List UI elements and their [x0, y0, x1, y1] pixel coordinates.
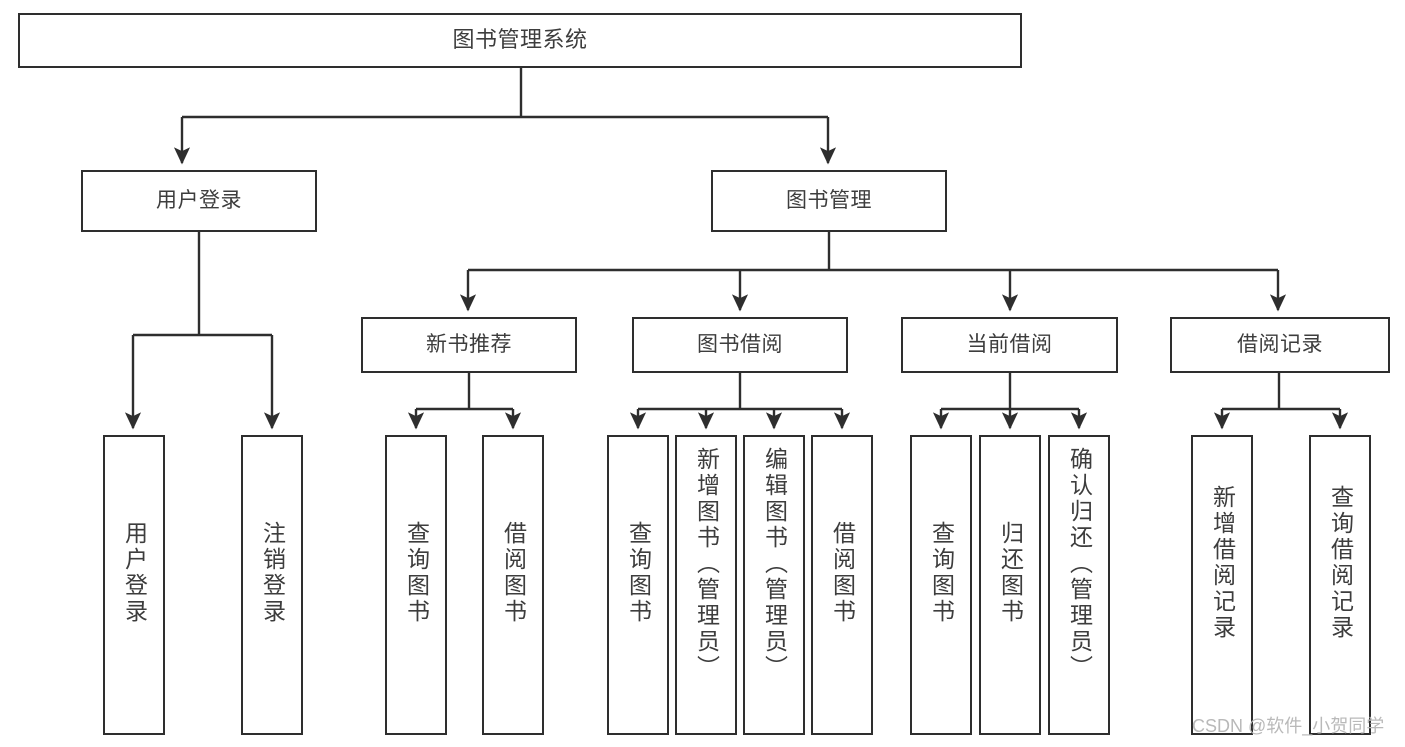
- node-label: 查询图书: [625, 521, 652, 625]
- node-label: 图书管理系统: [452, 27, 588, 53]
- node-root-book-management-system[interactable]: 图书管理系统: [18, 13, 1022, 68]
- leaf-return-book[interactable]: 归还图书: [979, 435, 1041, 735]
- node-label: 用户登录: [156, 189, 242, 213]
- node-label: 新书推荐: [426, 333, 512, 357]
- node-borrow-record[interactable]: 借阅记录: [1170, 317, 1390, 373]
- node-label: 查询图书: [928, 521, 955, 625]
- node-label: 图书管理: [786, 189, 872, 213]
- leaf-query-book-borrow[interactable]: 查询图书: [607, 435, 669, 735]
- node-label: 图书借阅: [697, 333, 783, 357]
- leaf-edit-book-admin[interactable]: 编辑图书（管理员）: [743, 435, 805, 735]
- leaf-borrow-book-new[interactable]: 借阅图书: [482, 435, 544, 735]
- node-label: 新增借阅记录: [1209, 485, 1236, 641]
- leaf-confirm-return-admin[interactable]: 确认归还（管理员）: [1048, 435, 1110, 735]
- leaf-query-book-current[interactable]: 查询图书: [910, 435, 972, 735]
- node-label: 用户登录: [121, 521, 148, 625]
- leaf-add-book-admin[interactable]: 新增图书（管理员）: [675, 435, 737, 735]
- node-label: 查询图书: [403, 521, 430, 625]
- leaf-logout[interactable]: 注销登录: [241, 435, 303, 735]
- leaf-query-borrow-record[interactable]: 查询借阅记录: [1309, 435, 1371, 735]
- leaf-borrow-book-borrow[interactable]: 借阅图书: [811, 435, 873, 735]
- node-new-book-recommend[interactable]: 新书推荐: [361, 317, 577, 373]
- node-label: 当前借阅: [966, 333, 1053, 357]
- node-label: 确认归还（管理员）: [1066, 447, 1093, 681]
- node-current-borrow[interactable]: 当前借阅: [901, 317, 1118, 373]
- leaf-query-book-new[interactable]: 查询图书: [385, 435, 447, 735]
- node-label: 查询借阅记录: [1327, 485, 1354, 641]
- node-label: 借阅图书: [829, 521, 856, 625]
- csdn-watermark: CSDN @软件_小贺同学: [1192, 716, 1385, 736]
- node-label: 归还图书: [997, 521, 1024, 625]
- node-label: 借阅图书: [500, 521, 527, 625]
- node-label: 编辑图书（管理员）: [761, 447, 788, 681]
- node-user-login[interactable]: 用户登录: [81, 170, 317, 232]
- leaf-user-login[interactable]: 用户登录: [103, 435, 165, 735]
- node-book-management[interactable]: 图书管理: [711, 170, 947, 232]
- node-label: 新增图书（管理员）: [693, 447, 720, 681]
- leaf-add-borrow-record[interactable]: 新增借阅记录: [1191, 435, 1253, 735]
- node-book-borrow[interactable]: 图书借阅: [632, 317, 848, 373]
- node-label: 借阅记录: [1237, 333, 1323, 357]
- node-label: 注销登录: [259, 521, 286, 625]
